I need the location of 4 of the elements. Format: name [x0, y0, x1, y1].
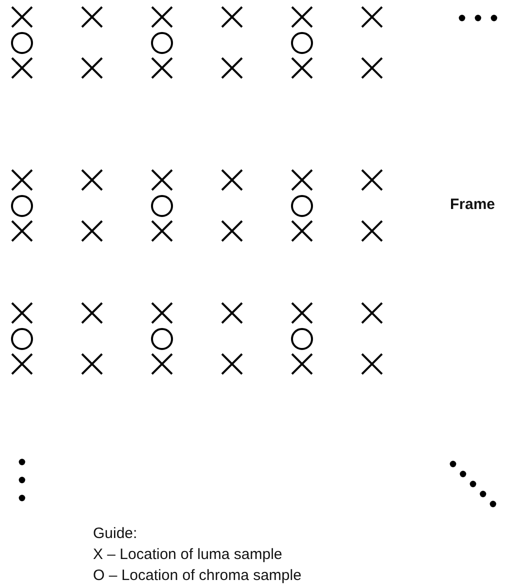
legend-text: X – Location of luma sample	[93, 546, 282, 564]
guide-heading: Guide:	[93, 525, 138, 543]
legend-text: O – Location of chroma sample	[93, 567, 302, 585]
frame-label: Frame	[450, 196, 496, 214]
